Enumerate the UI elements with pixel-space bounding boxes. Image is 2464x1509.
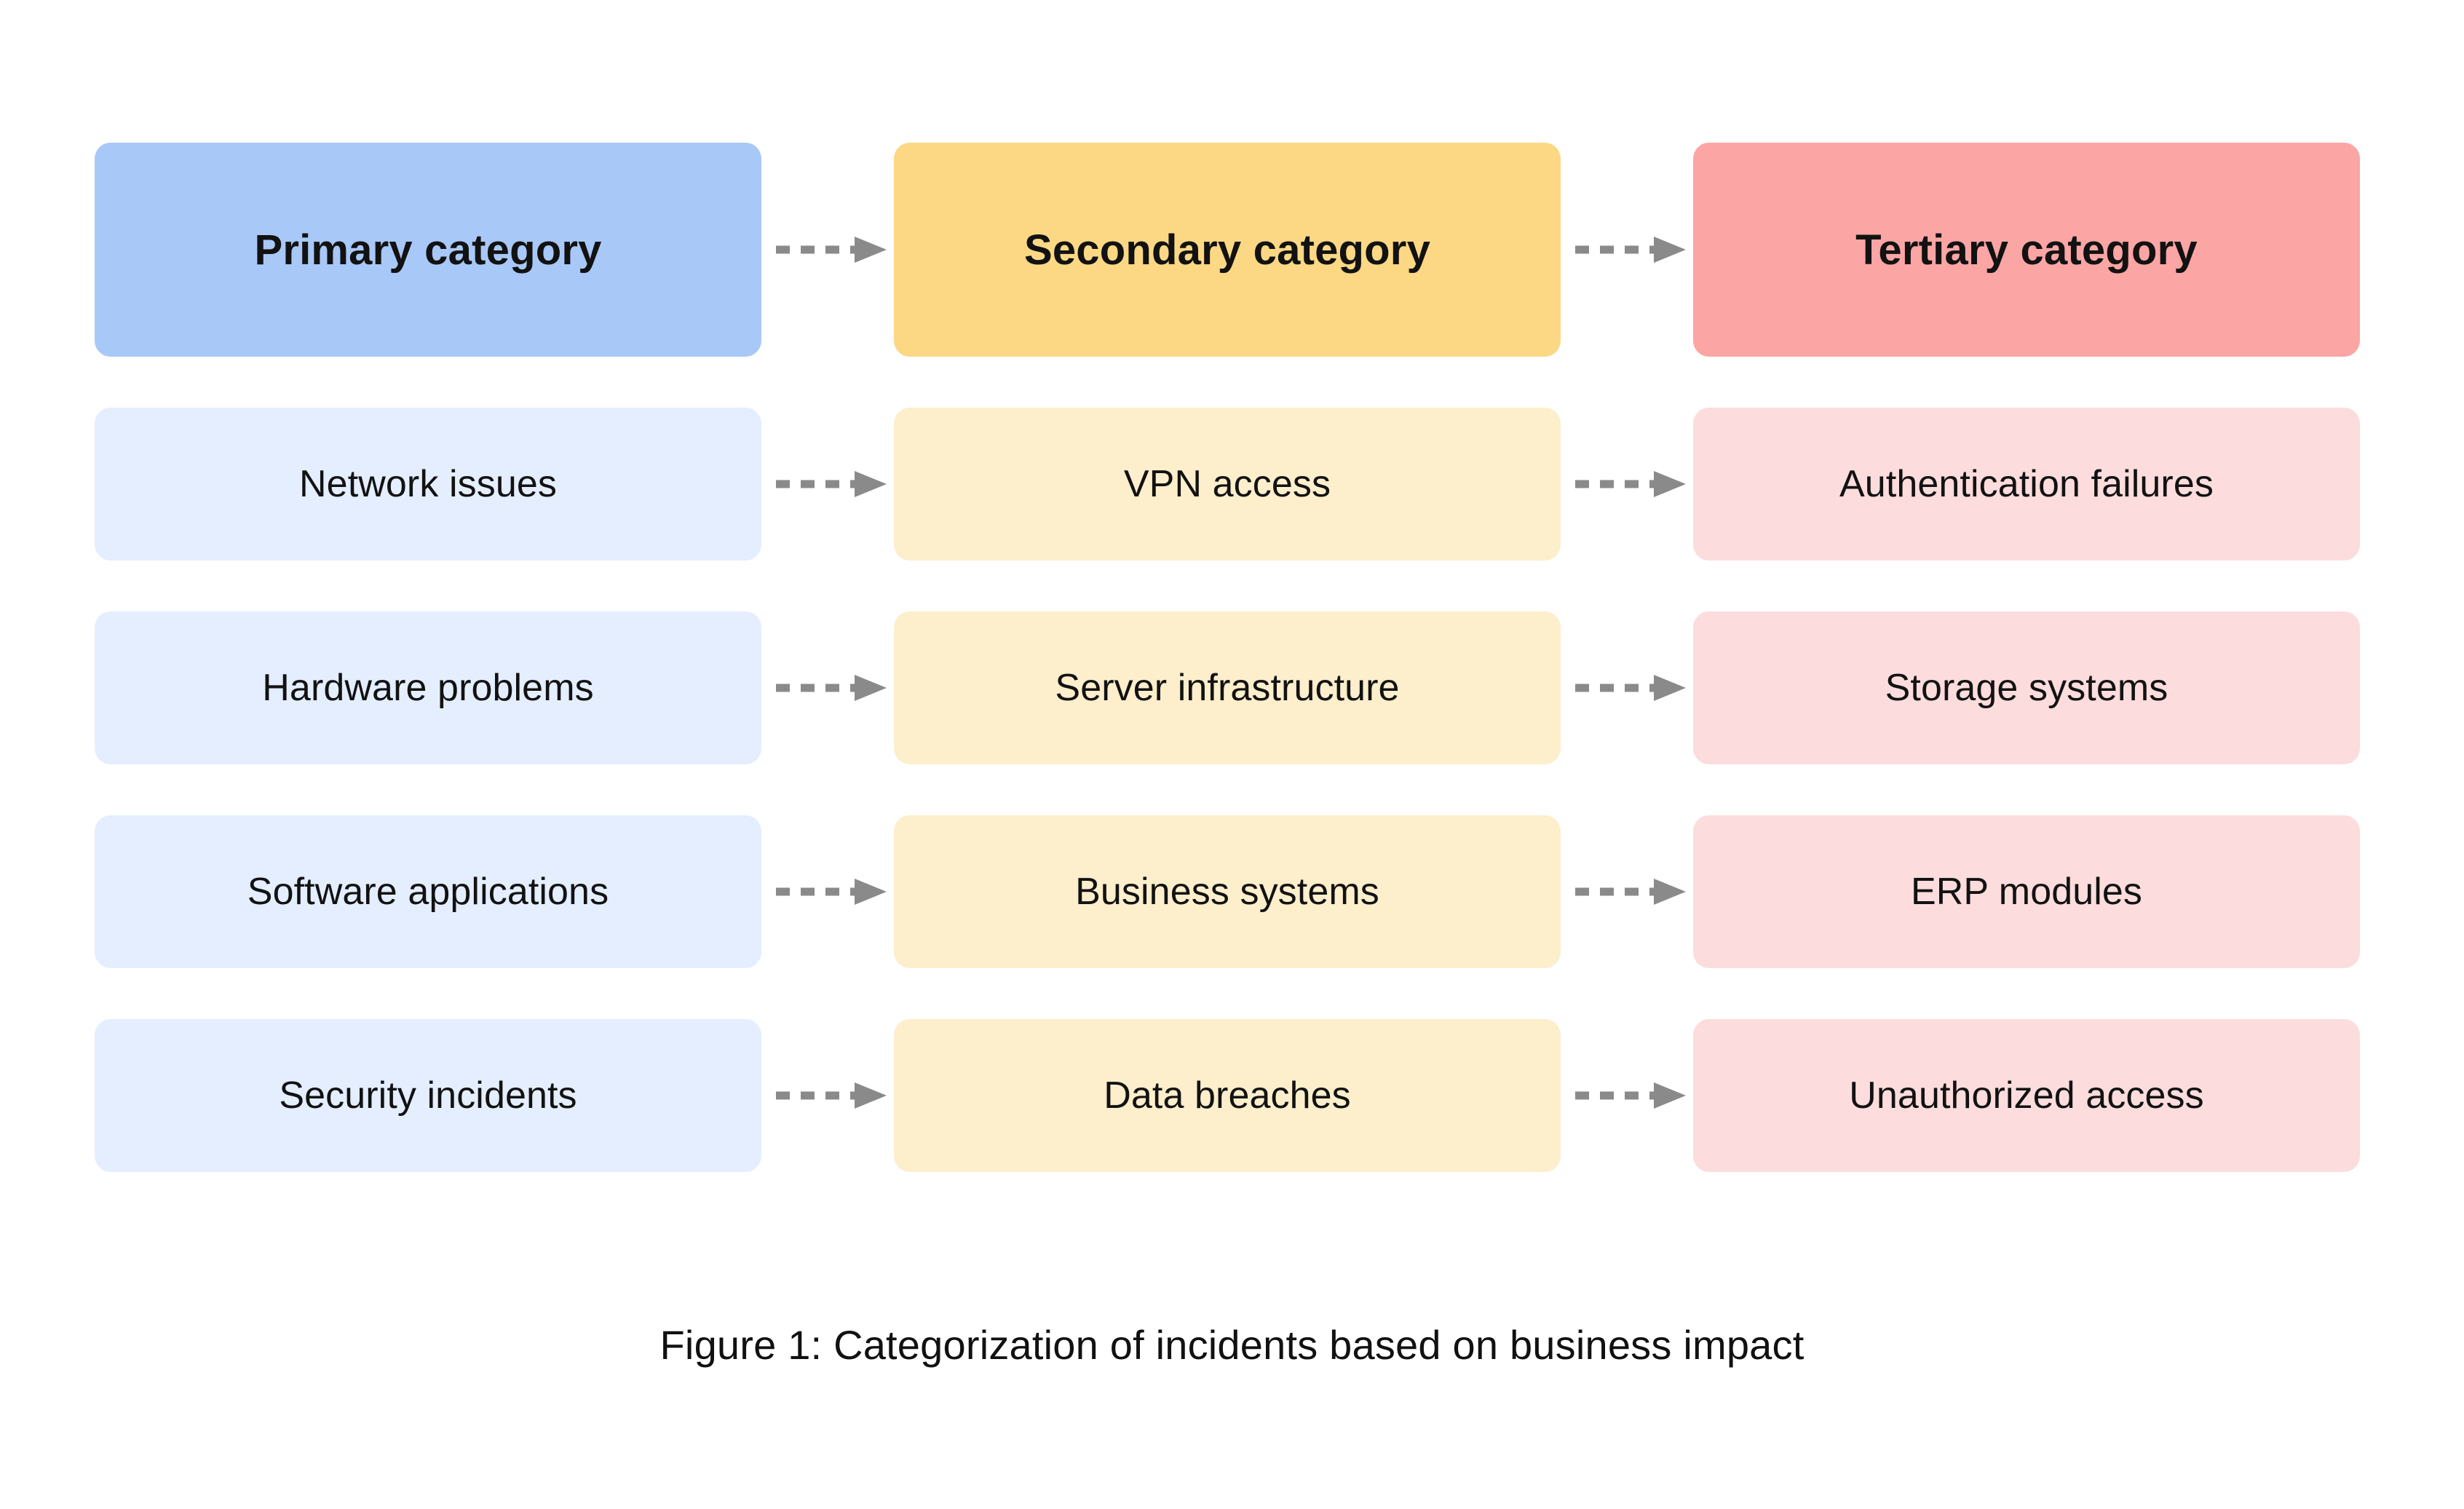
node-box-secondary[interactable]: VPN access	[894, 408, 1561, 561]
row-cell-tertiary: ERP modules	[1693, 815, 2360, 968]
header-cell-tertiary: Tertiary category	[1693, 143, 2360, 357]
node-box-primary[interactable]: Software applications	[95, 815, 761, 968]
node-label-primary: Network issues	[299, 463, 557, 505]
header-label-primary: Primary category	[254, 226, 602, 274]
node-label-tertiary: ERP modules	[1910, 871, 2143, 913]
header-box-tertiary[interactable]: Tertiary category	[1693, 143, 2360, 357]
connector-primary-to-secondary	[761, 408, 894, 561]
arrow-right-icon	[1561, 468, 1693, 500]
node-box-tertiary[interactable]: Unauthorized access	[1693, 1019, 2360, 1172]
header-cell-secondary: Secondary category	[894, 143, 1686, 357]
node-label-secondary: Business systems	[1075, 871, 1379, 913]
connector-primary-to-secondary	[761, 815, 894, 968]
header-label-tertiary: Tertiary category	[1855, 226, 2198, 274]
connector-primary-to-secondary	[761, 1019, 894, 1172]
node-box-primary[interactable]: Hardware problems	[95, 611, 761, 764]
arrow-right-icon	[1561, 876, 1693, 908]
connector-secondary-to-tertiary	[1561, 611, 1693, 764]
row-cell-secondary: Server infrastructure	[894, 611, 1686, 764]
node-box-secondary[interactable]: Data breaches	[894, 1019, 1561, 1172]
node-label-primary: Hardware problems	[262, 667, 594, 709]
node-label-primary: Security incidents	[279, 1074, 577, 1117]
arrow-right-icon	[761, 468, 894, 500]
connector-secondary-to-tertiary	[1561, 815, 1693, 968]
arrow-right-icon	[761, 672, 894, 704]
row-cell-primary: Network issues	[95, 408, 887, 561]
row-cell-primary: Security incidents	[95, 1019, 887, 1172]
node-label-tertiary: Storage systems	[1885, 667, 2168, 709]
node-label-secondary: Server infrastructure	[1055, 667, 1400, 709]
row-cell-tertiary: Storage systems	[1693, 611, 2360, 764]
node-box-tertiary[interactable]: ERP modules	[1693, 815, 2360, 968]
row-cell-secondary: Business systems	[894, 815, 1686, 968]
node-box-tertiary[interactable]: Storage systems	[1693, 611, 2360, 764]
header-label-secondary: Secondary category	[1023, 226, 1431, 274]
figure-caption: Figure 1: Categorization of incidents ba…	[659, 1322, 1805, 1368]
connector-header-primary-to-secondary	[761, 143, 894, 357]
connector-secondary-to-tertiary	[1561, 408, 1693, 561]
arrow-right-icon	[1561, 672, 1693, 704]
node-box-secondary[interactable]: Business systems	[894, 815, 1561, 968]
arrow-right-icon	[1561, 234, 1693, 266]
connector-secondary-to-tertiary	[1561, 1019, 1693, 1172]
node-box-primary[interactable]: Network issues	[95, 408, 761, 561]
node-box-secondary[interactable]: Server infrastructure	[894, 611, 1561, 764]
node-label-secondary: VPN access	[1123, 463, 1331, 505]
header-box-secondary[interactable]: Secondary category	[894, 143, 1561, 357]
connector-header-secondary-to-tertiary	[1561, 143, 1693, 357]
arrow-right-icon	[761, 234, 894, 266]
arrow-right-icon	[1561, 1080, 1693, 1112]
row-cell-secondary: Data breaches	[894, 1019, 1686, 1172]
connector-primary-to-secondary	[761, 611, 894, 764]
row-cell-secondary: VPN access	[894, 408, 1686, 561]
node-label-tertiary: Unauthorized access	[1849, 1074, 2204, 1117]
arrow-right-icon	[761, 1080, 894, 1112]
arrow-right-icon	[761, 876, 894, 908]
node-label-primary: Software applications	[247, 871, 609, 913]
category-matrix: Primary category Secondary category	[95, 143, 2360, 1172]
header-cell-primary: Primary category	[95, 143, 887, 357]
row-cell-primary: Hardware problems	[95, 611, 887, 764]
row-cell-tertiary: Unauthorized access	[1693, 1019, 2360, 1172]
row-cell-primary: Software applications	[95, 815, 887, 968]
row-cell-tertiary: Authentication failures	[1693, 408, 2360, 561]
node-label-tertiary: Authentication failures	[1839, 463, 2214, 505]
header-box-primary[interactable]: Primary category	[95, 143, 761, 357]
node-label-secondary: Data breaches	[1104, 1074, 1351, 1117]
node-box-primary[interactable]: Security incidents	[95, 1019, 761, 1172]
node-box-tertiary[interactable]: Authentication failures	[1693, 408, 2360, 561]
